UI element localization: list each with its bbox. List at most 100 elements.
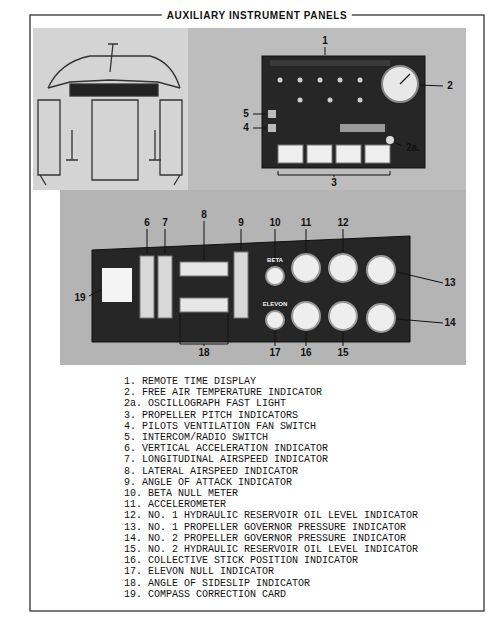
leader-line	[325, 47, 326, 55]
callout-number: 14	[444, 318, 455, 328]
callout-number: 6	[144, 218, 150, 228]
meter	[307, 145, 332, 163]
callout-number: 18	[198, 348, 209, 358]
leader-lines	[89, 221, 443, 346]
gauges	[266, 254, 395, 332]
indicator	[140, 256, 154, 318]
legend-item: 11. ACCELEROMETER	[124, 499, 226, 510]
legend-item: 15. NO. 2 HYDRAULIC RESERVOIR OIL LEVEL …	[124, 544, 418, 555]
callout-number: 10	[269, 218, 280, 228]
leader-line	[395, 142, 402, 146]
meter	[336, 145, 361, 163]
gauge	[367, 256, 395, 284]
legend-item: 3. PROPELLER PITCH INDICATORS	[124, 410, 298, 421]
panel-placard: ELEVON	[263, 301, 288, 307]
leader-line	[165, 229, 166, 254]
indicator	[158, 256, 172, 318]
gauge	[367, 304, 395, 332]
light	[328, 98, 333, 103]
toggle-switch	[268, 124, 276, 132]
page-frame	[30, 15, 484, 611]
elevon-null-indicator	[266, 311, 284, 329]
meter	[278, 145, 303, 163]
main-panel	[70, 84, 158, 96]
leader-line	[275, 331, 276, 346]
callout-number: 2	[447, 81, 453, 91]
toggle-switch	[268, 110, 276, 118]
callout-number: 19	[74, 293, 85, 303]
cockpit-sketch	[38, 44, 182, 185]
leader-line	[89, 290, 101, 296]
legend-item: 14. NO. 2 PROPELLER GOVERNOR PRESSURE IN…	[124, 533, 406, 544]
compass-mount	[108, 44, 118, 72]
legend-item: 12. NO. 1 HYDRAULIC RESERVOIR OIL LEVEL …	[124, 510, 418, 521]
gauge	[292, 302, 320, 330]
callout-number: 3	[331, 178, 337, 188]
time-display-strip	[270, 60, 390, 66]
legend-item: 17. ELEVON NULL INDICATOR	[124, 566, 274, 577]
leader-line	[397, 319, 443, 323]
callout-number: 11	[301, 218, 312, 228]
legend-item: 1. REMOTE TIME DISPLAY	[124, 376, 256, 387]
panel-placard: BETA	[267, 257, 283, 263]
instrument-panel	[92, 236, 410, 342]
side-consoles	[38, 100, 182, 175]
legend-item: 4. PILOTS VENTILATION FAN SWITCH	[124, 421, 316, 432]
center-console	[92, 100, 138, 180]
callout-number: 17	[269, 348, 280, 358]
bracket	[180, 314, 228, 346]
callout-number: 7	[162, 218, 168, 228]
callout-number: 2a.	[406, 143, 420, 153]
callout-number: 9	[238, 218, 244, 228]
legend-item: 16. COLLECTIVE STICK POSITION INDICATOR	[124, 555, 358, 566]
light	[358, 78, 363, 83]
placard	[340, 124, 385, 132]
pitch-meters	[278, 145, 390, 163]
fast-light	[386, 136, 394, 144]
leader-line	[253, 114, 266, 115]
leader-line	[147, 229, 148, 254]
callout-number: 13	[444, 278, 455, 288]
legend-item: 8. LATERAL AIRSPEED INDICATOR	[124, 466, 298, 477]
legend-item: 19. COMPASS CORRECTION CARD	[124, 589, 286, 600]
photo-ground	[60, 190, 466, 365]
leader-line	[241, 229, 242, 250]
callout-number: 12	[337, 218, 348, 228]
light	[298, 78, 303, 83]
legend-item: 2. FREE AIR TEMPERATURE INDICATOR	[124, 387, 322, 398]
callout-number: 15	[337, 348, 348, 358]
leader-line	[343, 332, 344, 346]
gauge	[329, 302, 357, 330]
light	[338, 78, 343, 83]
legend-item: 2a. OSCILLOGRAPH FAST LIGHT	[124, 398, 286, 409]
gauge-needle	[400, 74, 410, 84]
callout-number: 5	[243, 109, 249, 119]
indicator-lights	[278, 78, 363, 103]
leader-line	[306, 332, 307, 346]
leader-line	[253, 128, 266, 129]
auxiliary-panel	[262, 56, 425, 168]
temperature-gauge	[382, 66, 418, 102]
leader-line	[306, 229, 307, 252]
indicator	[180, 298, 228, 312]
beta-null-meter	[266, 267, 284, 285]
light	[358, 98, 363, 103]
leader-line	[420, 85, 443, 86]
legend-item: 10. BETA NULL METER	[124, 488, 238, 499]
meter	[365, 145, 390, 163]
gauge	[292, 254, 320, 282]
legend-item: 7. LONGITUDINAL AIRSPEED INDICATOR	[124, 454, 328, 465]
leader-lines	[253, 47, 443, 177]
callout-number: 4	[243, 123, 249, 133]
bracket	[278, 171, 390, 177]
leader-line	[204, 221, 205, 260]
callout-number: 16	[300, 348, 311, 358]
light	[318, 78, 323, 83]
leader-line	[397, 272, 443, 283]
indicator	[180, 262, 228, 276]
legend-item: 9. ANGLE OF ATTACK INDICATOR	[124, 477, 292, 488]
legend-item: 13. NO. 1 PROPELLER GOVERNOR PRESSURE IN…	[124, 522, 406, 533]
legend-item: 18. ANGLE OF SIDESLIP INDICATOR	[124, 578, 310, 589]
compass-card	[102, 268, 132, 302]
